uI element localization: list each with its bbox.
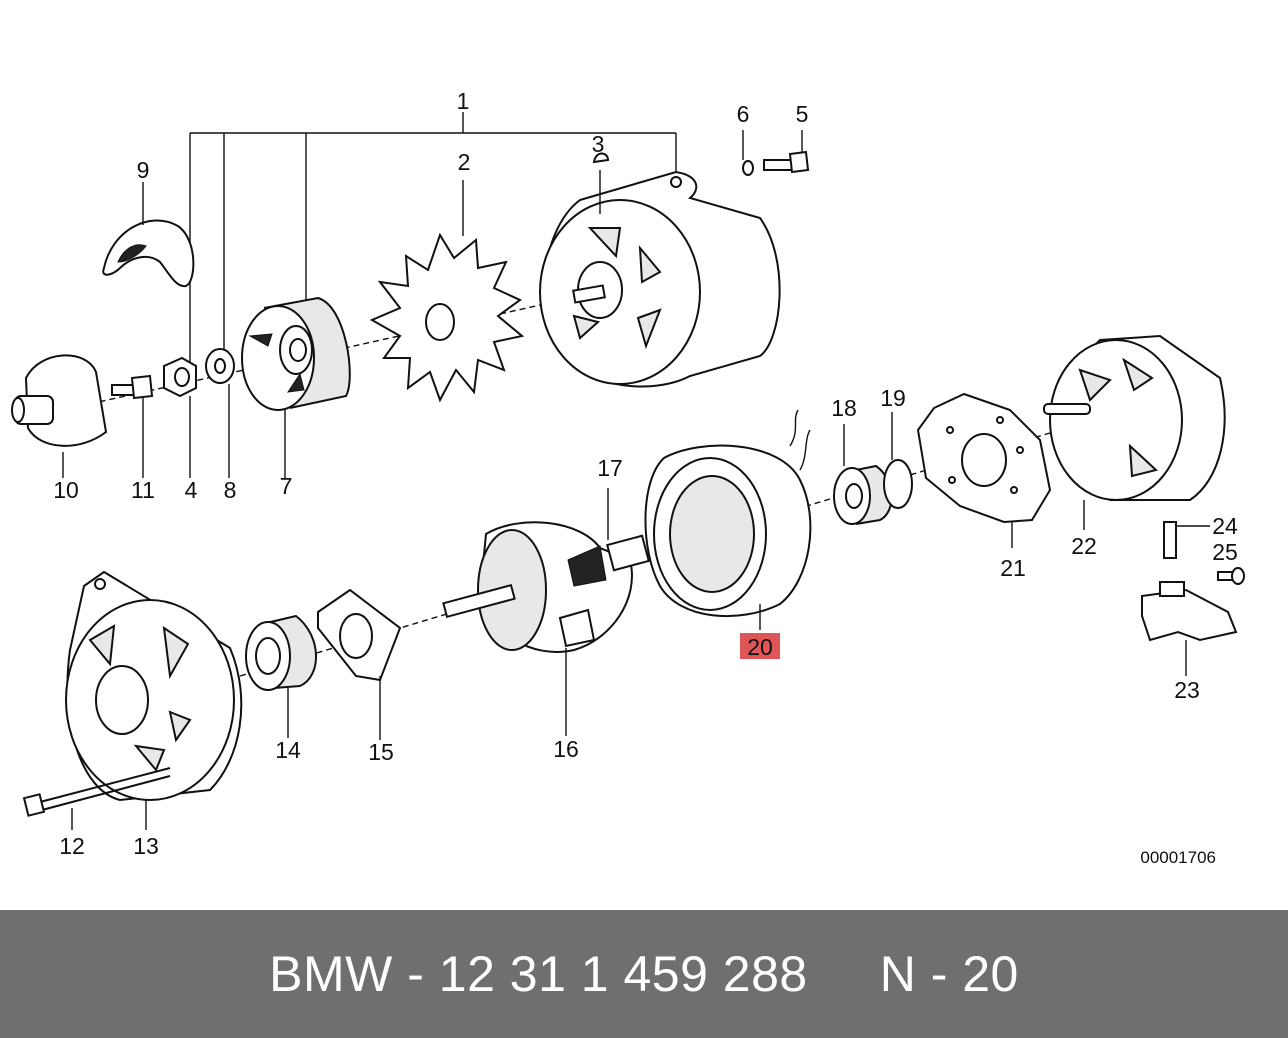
- label-4: 4: [185, 477, 198, 503]
- part-14-bearing: [245, 614, 317, 738]
- label-24: 24: [1212, 513, 1238, 539]
- part-19-ring: [883, 412, 913, 509]
- part-9-cover: [102, 182, 195, 288]
- label-12: 12: [59, 833, 85, 859]
- label-7: 7: [280, 473, 293, 499]
- label-20: 20: [747, 634, 773, 660]
- position-label: N - 20: [879, 946, 1019, 1002]
- label-10: 10: [53, 477, 79, 503]
- part-number: BMW - 12 31 1 459 288: [269, 946, 808, 1002]
- part-7-pulley: [241, 296, 351, 478]
- label-23: 23: [1174, 677, 1200, 703]
- part-16-rotor: [442, 488, 650, 736]
- label-9: 9: [137, 157, 150, 183]
- label-14: 14: [275, 737, 301, 763]
- part-8-washer: [205, 348, 235, 478]
- part-15-plate: [317, 588, 402, 740]
- label-22: 22: [1071, 533, 1097, 559]
- label-25: 25: [1212, 539, 1238, 565]
- label-13: 13: [133, 833, 159, 859]
- label-16: 16: [553, 736, 579, 762]
- label-18: 18: [831, 395, 857, 421]
- label-21: 21: [1000, 555, 1026, 581]
- part-6-washer: [742, 130, 754, 176]
- label-5: 5: [796, 101, 809, 127]
- part-13-rear-housing: [65, 570, 243, 830]
- alternator-exploded-diagram: 1 2 3 4 5 6 7 8 9 10 11 12 13 14 15 16 1…: [11, 88, 1245, 867]
- part-23-regulator: [1141, 581, 1238, 676]
- part-18-bearing: [833, 424, 893, 525]
- label-17: 17: [597, 455, 623, 481]
- label-11: 11: [131, 477, 155, 503]
- part-12-long-bolt: [22, 767, 171, 830]
- label-1: 1: [457, 88, 470, 114]
- part-21-rectifier: [916, 392, 1052, 548]
- part-10-pulley: [11, 354, 108, 478]
- label-19: 19: [880, 385, 906, 411]
- part-4-nut: [163, 356, 197, 478]
- label-8: 8: [224, 477, 237, 503]
- highlight-20: [740, 633, 780, 659]
- label-15: 15: [368, 739, 394, 765]
- part-5-screw: [763, 130, 810, 174]
- part-22-end-cover: [1043, 334, 1226, 530]
- part-11-bolt: [111, 374, 154, 478]
- part-2-fan: [369, 180, 525, 403]
- footer-gap: [808, 945, 880, 1003]
- label-3: 3: [592, 131, 605, 157]
- part-24-brush: [1163, 521, 1210, 559]
- footer-bar: BMW - 12 31 1 459 288 N - 20: [0, 910, 1288, 1038]
- label-2: 2: [458, 149, 471, 175]
- label-6: 6: [737, 101, 750, 127]
- part-3-housing: [539, 152, 781, 388]
- part-20-stator: [644, 409, 812, 630]
- diagram-code: 00001706: [1140, 848, 1216, 867]
- part-25-screw: [1217, 567, 1245, 585]
